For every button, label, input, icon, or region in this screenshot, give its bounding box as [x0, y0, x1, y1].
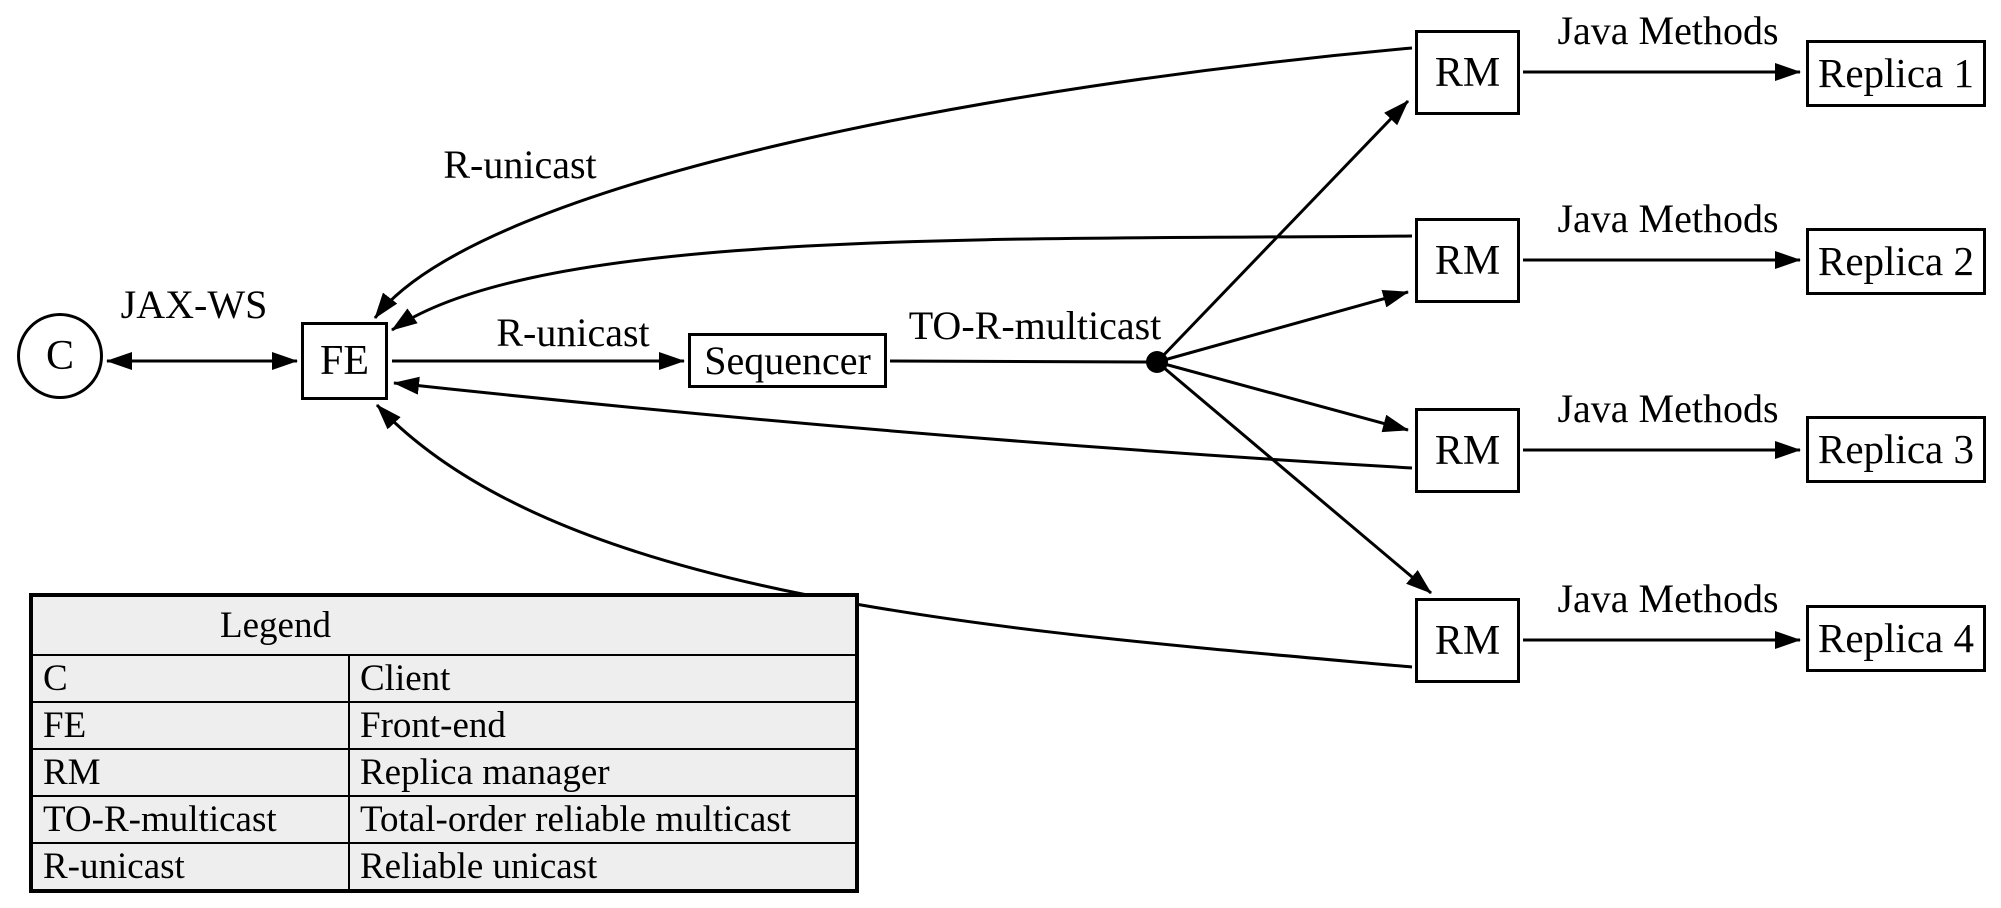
edge-label-jax-ws: JAX-WS — [120, 282, 268, 327]
edge-label-java-methods-3: Java Methods — [1557, 386, 1779, 431]
legend-row-fe: FE Front-end — [30, 701, 858, 750]
edge-label-to-r-multicast: TO-R-multicast — [908, 303, 1162, 348]
multicast-fanout-dot — [1146, 351, 1168, 373]
legend-description: Reliable unicast — [348, 842, 858, 892]
legend-row-r-unicast: R-unicast Reliable unicast — [30, 842, 858, 892]
legend-term: TO-R-multicast — [30, 795, 350, 844]
rm-node-3: RM — [1415, 408, 1520, 493]
edge-sequencer-dot — [889, 359, 1158, 364]
edge-dot-rm3 — [1156, 360, 1409, 433]
edge-dot-rm2 — [1156, 290, 1409, 364]
replica-node-1: Replica 1 — [1806, 40, 1986, 107]
legend-term: C — [30, 654, 350, 703]
sequencer-node: Sequencer — [688, 333, 887, 388]
legend-row-to-r-multicast: TO-R-multicast Total-order reliable mult… — [30, 795, 858, 844]
front-end-node: FE — [301, 322, 388, 400]
legend-row-c: C Client — [30, 654, 858, 703]
replica-node-2: Replica 2 — [1806, 228, 1986, 295]
rm-node-2: RM — [1415, 218, 1520, 303]
edge-dot-rm4 — [1156, 360, 1432, 595]
edge-label-java-methods-4: Java Methods — [1557, 576, 1779, 621]
legend-description: Total-order reliable multicast — [348, 795, 858, 844]
replica-node-3: Replica 3 — [1806, 416, 1986, 483]
edge-dot-rm1 — [1155, 99, 1410, 364]
legend-description: Replica manager — [348, 748, 858, 797]
legend-term: RM — [30, 748, 350, 797]
edge-rm3-fe-return — [393, 376, 1413, 470]
edge-rm1-fe-return — [373, 46, 1413, 319]
replica-node-4: Replica 4 — [1806, 605, 1986, 672]
rm-node-1: RM — [1415, 30, 1520, 115]
legend-description: Front-end — [348, 701, 858, 750]
edge-label-r-unicast-top: R-unicast — [443, 142, 597, 187]
edge-label-r-unicast-mid: R-unicast — [496, 310, 650, 355]
rm-node-4: RM — [1415, 598, 1520, 683]
edge-rm2-fe-return — [391, 234, 1413, 332]
legend-description: Client — [348, 654, 858, 703]
edge-label-java-methods-1: Java Methods — [1557, 8, 1779, 53]
client-node: C — [17, 313, 103, 399]
legend-table: Legend C Client FE Front-end RM Replica … — [29, 593, 859, 893]
legend-row-rm: RM Replica manager — [30, 748, 858, 797]
legend-term: R-unicast — [30, 842, 350, 892]
legend-header-cell: Legend — [30, 594, 858, 656]
legend-term: FE — [30, 701, 350, 750]
legend-title: Legend — [220, 605, 331, 646]
legend-header-row: Legend — [30, 594, 858, 656]
edge-label-java-methods-2: Java Methods — [1557, 196, 1779, 241]
